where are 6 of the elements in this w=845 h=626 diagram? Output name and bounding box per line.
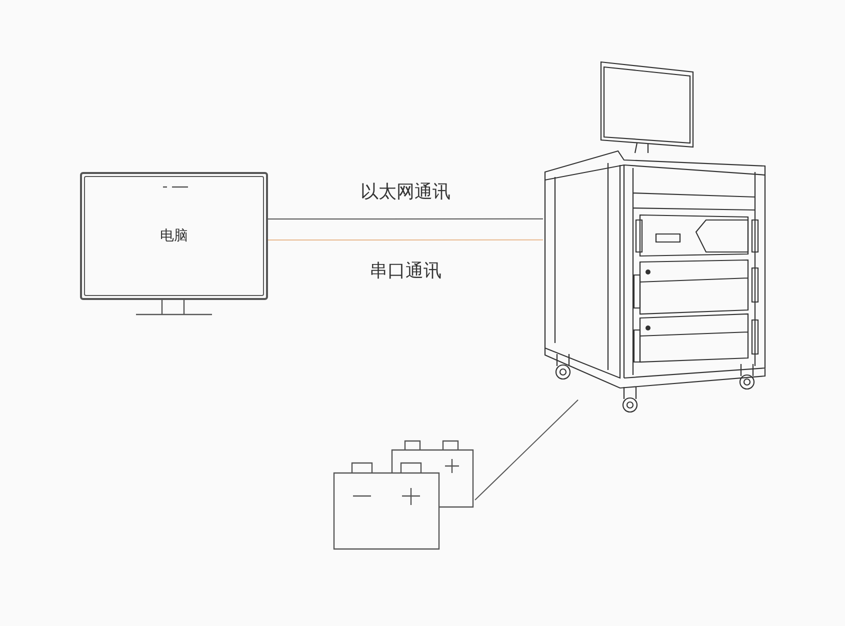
computer-monitor <box>80 172 268 300</box>
battery-pack-drawing <box>333 438 475 551</box>
connector-line <box>268 218 544 220</box>
connector-line <box>474 399 579 501</box>
connector-line <box>268 239 544 240</box>
node-label: 电脑 <box>160 226 188 246</box>
